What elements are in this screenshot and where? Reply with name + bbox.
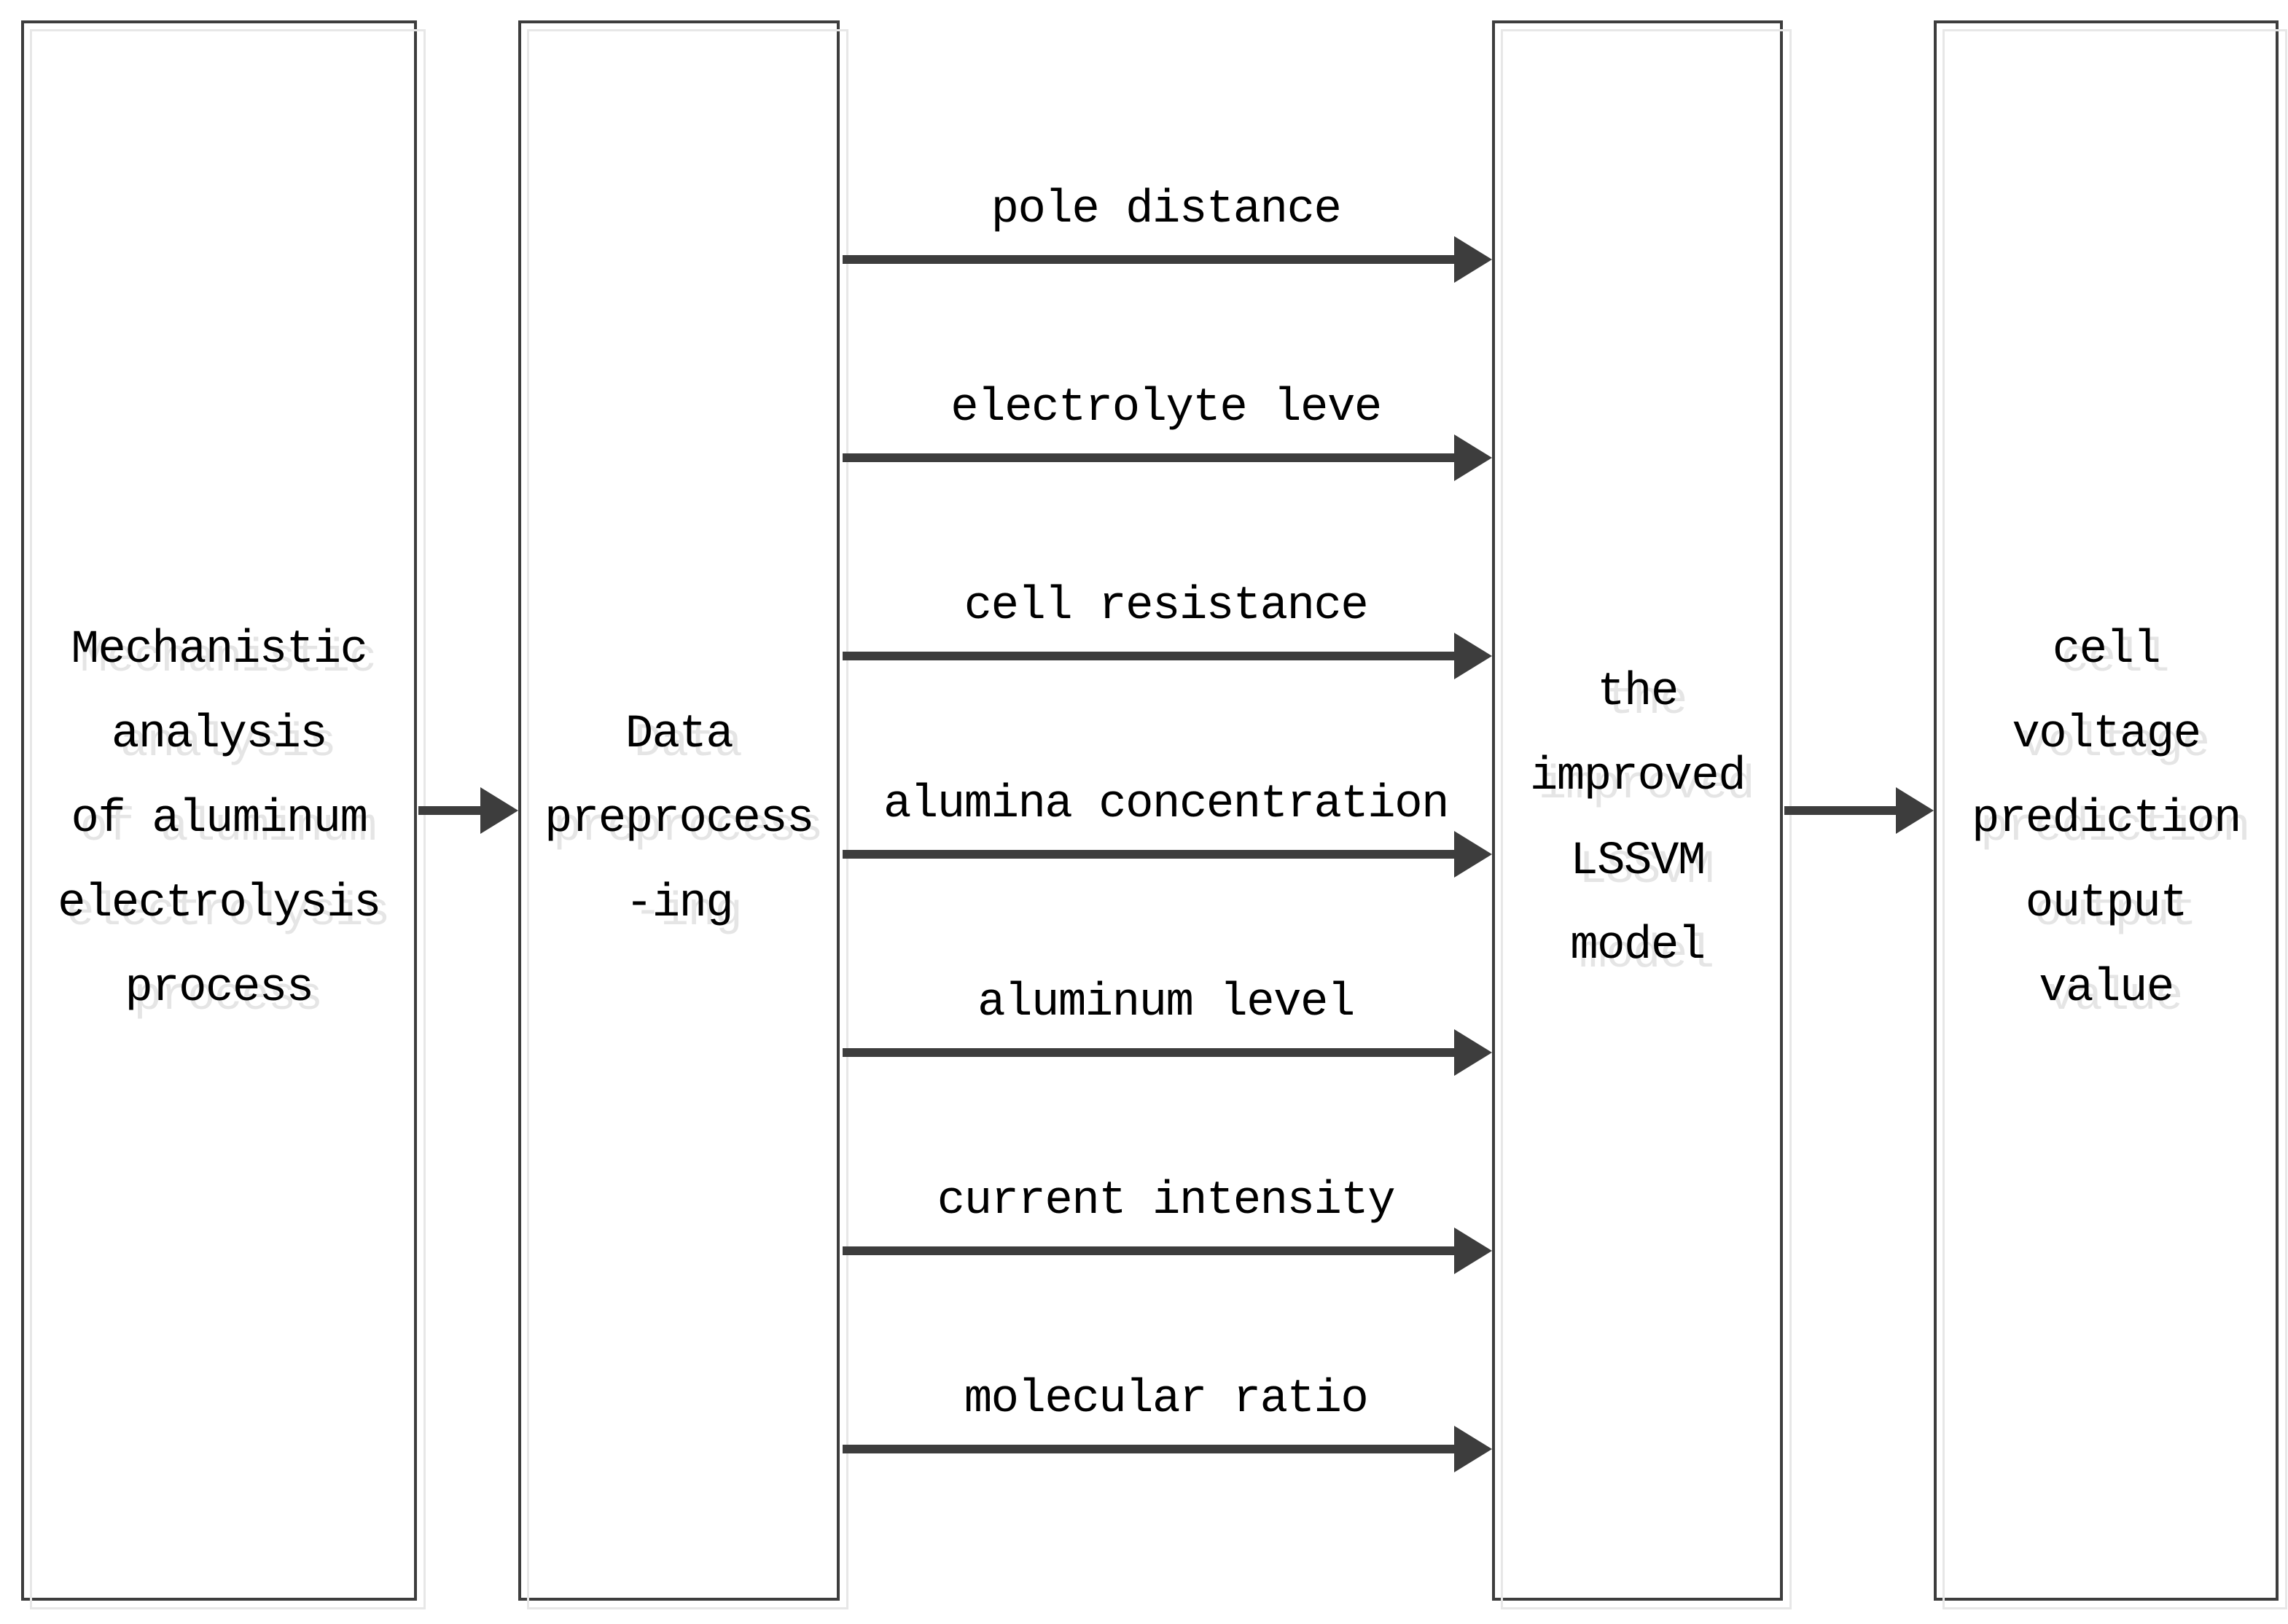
arrow-head bbox=[1454, 1029, 1492, 1076]
arrow-feature-cell-resistance bbox=[843, 633, 1492, 679]
text-line: Mechanistic bbox=[71, 624, 368, 676]
text-line: analysis bbox=[111, 708, 328, 761]
label-cell-resistance: cell resistance bbox=[964, 580, 1369, 633]
arrow-feature-electrolyte-level bbox=[843, 434, 1492, 481]
text-line: model bbox=[1570, 920, 1706, 972]
text-line: -ing bbox=[625, 878, 734, 930]
arrow-head bbox=[1454, 1227, 1492, 1274]
box-prediction-output-text: cell voltage prediction output value bbox=[1937, 608, 2276, 1031]
label-molecular-ratio: molecular ratio bbox=[964, 1373, 1369, 1426]
arrow-head bbox=[1896, 787, 1934, 834]
text-line: LSSVM bbox=[1570, 835, 1706, 888]
arrow-shaft bbox=[843, 850, 1459, 859]
text-line: improved bbox=[1529, 751, 1746, 803]
text-line: voltage bbox=[2012, 708, 2201, 761]
arrow-head bbox=[1454, 236, 1492, 283]
arrow-shaft bbox=[843, 1246, 1459, 1255]
arrow-shaft bbox=[1784, 806, 1902, 815]
label-current-intensity: current intensity bbox=[937, 1175, 1396, 1227]
arrow-head bbox=[1454, 434, 1492, 481]
box-data-preprocessing: Data preprocess -ing bbox=[518, 20, 848, 1609]
box-prediction-output: cell voltage prediction output value bbox=[1934, 20, 2287, 1609]
arrow-feature-current-intensity bbox=[843, 1227, 1492, 1274]
box-mechanistic-analysis: Mechanistic analysis of aluminum electro… bbox=[21, 20, 426, 1609]
arrow-shaft bbox=[843, 652, 1459, 660]
box-improved-lssvm-model-text: the improved LSSVM model bbox=[1495, 650, 1780, 988]
arrow-shaft bbox=[843, 453, 1459, 462]
box-mechanistic-analysis-text: Mechanistic analysis of aluminum electro… bbox=[24, 608, 414, 1031]
arrow-feature-molecular-ratio bbox=[843, 1426, 1492, 1472]
box-improved-lssvm-model: the improved LSSVM model bbox=[1492, 20, 1792, 1609]
arrow-head bbox=[1454, 633, 1492, 679]
arrow-head bbox=[1454, 1426, 1492, 1472]
text-line: prediction bbox=[1971, 793, 2242, 846]
arrow-feature-alumina-concentration bbox=[843, 831, 1492, 878]
text-line: electrolysis bbox=[58, 878, 381, 930]
text-line: Data bbox=[625, 708, 734, 761]
text-line: cell bbox=[2052, 624, 2161, 676]
label-alumina-concentration: alumina concentration bbox=[883, 778, 1450, 831]
arrow-shaft bbox=[843, 255, 1459, 264]
label-pole-distance: pole distance bbox=[991, 184, 1342, 236]
arrow-feature-pole-distance bbox=[843, 236, 1492, 283]
arrow-analysis-to-preprocessing bbox=[418, 787, 518, 834]
box-data-preprocessing-text: Data preprocess -ing bbox=[521, 692, 837, 946]
arrow-model-to-output bbox=[1784, 787, 1934, 834]
label-aluminum-level: aluminum level bbox=[977, 977, 1355, 1029]
arrow-head bbox=[480, 787, 518, 834]
arrow-shaft bbox=[843, 1048, 1459, 1057]
text-line: value bbox=[2039, 962, 2174, 1015]
text-line: output bbox=[2025, 878, 2188, 930]
text-line: the bbox=[1597, 666, 1679, 719]
label-electrolyte-level: electrolyte leve bbox=[950, 382, 1382, 434]
text-line: process bbox=[125, 962, 314, 1015]
arrow-feature-aluminum-level bbox=[843, 1029, 1492, 1076]
arrow-shaft bbox=[418, 806, 486, 815]
arrow-head bbox=[1454, 831, 1492, 878]
arrow-shaft bbox=[843, 1445, 1459, 1453]
text-line: preprocess bbox=[544, 793, 815, 846]
text-line: of aluminum bbox=[71, 793, 368, 846]
